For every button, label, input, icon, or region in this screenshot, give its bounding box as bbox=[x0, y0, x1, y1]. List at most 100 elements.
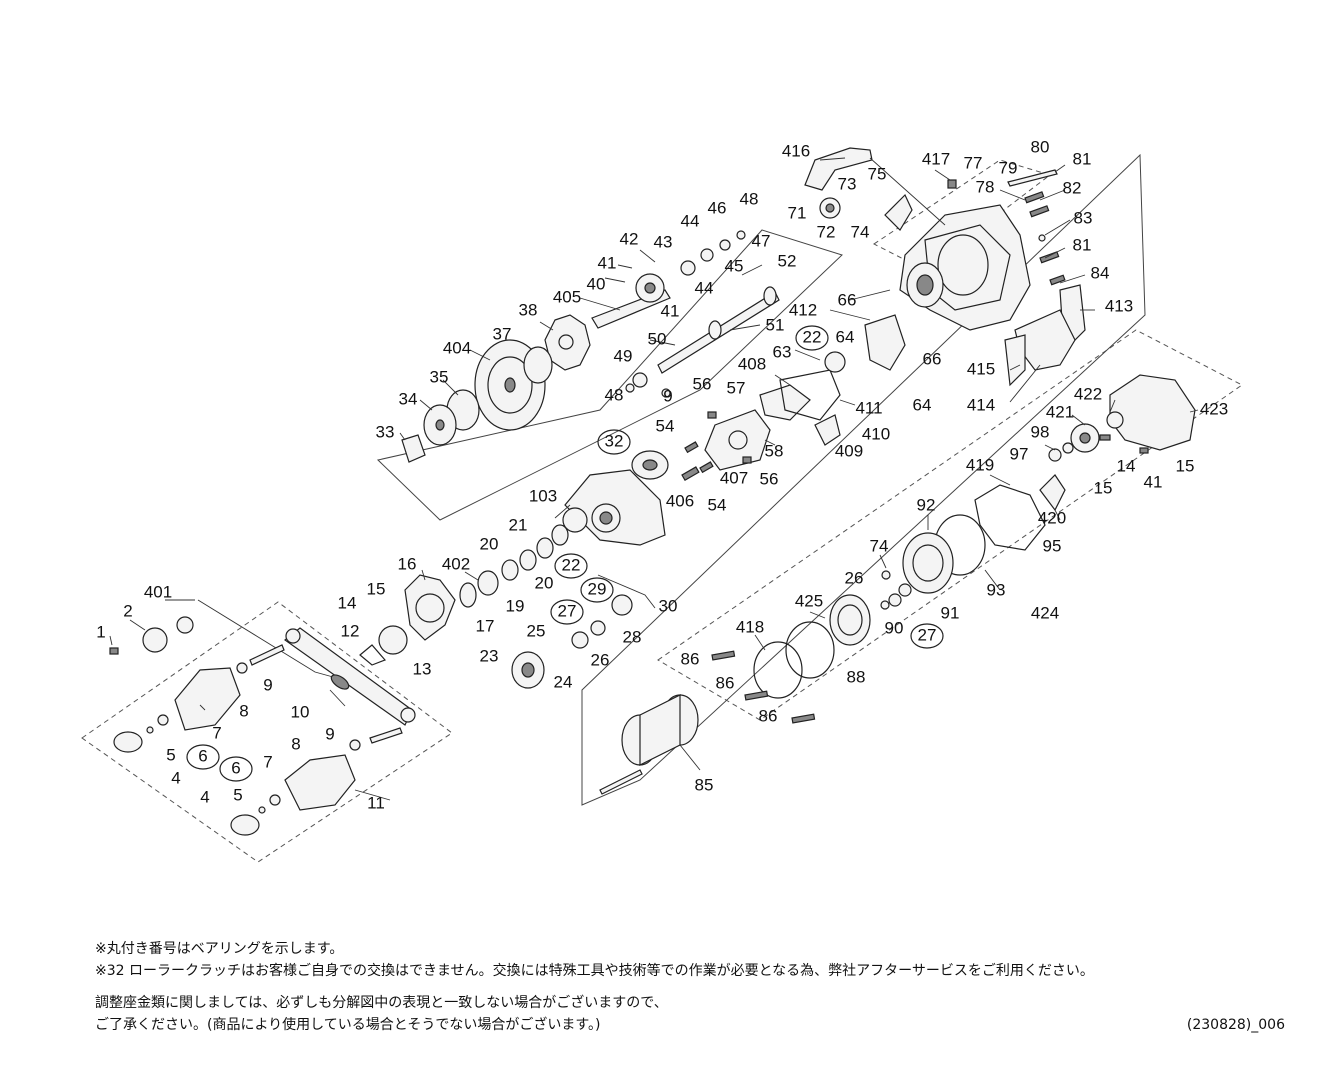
part-label: 41 bbox=[1144, 472, 1163, 491]
side-plate-assembly-boundary bbox=[657, 329, 1243, 721]
handle-end-bearing bbox=[142, 616, 194, 653]
part-label: 15 bbox=[367, 579, 386, 598]
frame-body bbox=[899, 204, 1031, 331]
part-label: 92 bbox=[917, 495, 936, 514]
footnote-washers: 調整座金類に関しましては、必ずしも分解図中の表現と一致しない場合がございますので… bbox=[95, 995, 668, 1011]
retainer bbox=[359, 644, 387, 666]
part-label: 44 bbox=[681, 211, 700, 230]
part-label: 4 bbox=[200, 787, 209, 806]
part-label: 402 bbox=[442, 554, 470, 573]
part-label: 25 bbox=[527, 621, 546, 640]
part-label: 413 bbox=[1105, 296, 1133, 315]
part-label: 421 bbox=[1046, 402, 1074, 421]
part-label: 88 bbox=[847, 667, 866, 686]
part-label: 9 bbox=[663, 386, 672, 405]
part-label: 15 bbox=[1094, 478, 1113, 497]
handle-knob-lower bbox=[284, 754, 356, 811]
knob-cap bbox=[230, 814, 260, 836]
part-label: 422 bbox=[1074, 384, 1102, 403]
part-label: 14 bbox=[1117, 456, 1136, 475]
part-label: 9 bbox=[325, 724, 334, 743]
bearing-marker bbox=[580, 577, 614, 603]
part-label: 416 bbox=[782, 141, 810, 160]
spool bbox=[599, 694, 699, 795]
part-label: 11 bbox=[367, 793, 385, 812]
part-label: 74 bbox=[870, 536, 889, 555]
shaft-collar bbox=[708, 320, 722, 340]
part-label: 81 bbox=[1073, 235, 1092, 254]
part-label: 54 bbox=[656, 416, 675, 435]
cover-piece bbox=[1004, 334, 1026, 387]
bearing-marker bbox=[186, 744, 220, 770]
part-label: 71 bbox=[788, 203, 807, 222]
part-label: 58 bbox=[765, 441, 784, 460]
bearing-marker bbox=[795, 325, 829, 351]
part-label: 414 bbox=[967, 395, 995, 414]
body-assembly-outline bbox=[581, 153, 1146, 806]
part-label: 103 bbox=[529, 486, 557, 505]
part-label: 8 bbox=[239, 701, 248, 720]
thumb-bar bbox=[804, 147, 873, 191]
part-label: 82 bbox=[1063, 178, 1082, 197]
part-label: 12 bbox=[341, 621, 360, 640]
clutch-cam bbox=[704, 409, 771, 471]
part-label: 75 bbox=[868, 164, 887, 183]
part-label: 49 bbox=[614, 346, 633, 365]
part-label: 41 bbox=[598, 253, 617, 272]
part-label: 46 bbox=[708, 198, 727, 217]
spool-cover bbox=[902, 532, 954, 594]
brake-gear bbox=[1070, 423, 1100, 453]
bracket bbox=[814, 414, 841, 446]
bearing-marker bbox=[554, 553, 588, 579]
part-label: 14 bbox=[338, 593, 357, 612]
bearing bbox=[819, 197, 841, 219]
part-label: 34 bbox=[399, 389, 418, 408]
part-label: 410 bbox=[862, 424, 890, 443]
part-label: 26 bbox=[591, 650, 610, 669]
part-label: 37 bbox=[493, 324, 512, 343]
knob-cap bbox=[113, 731, 143, 753]
washer-stack bbox=[459, 524, 569, 608]
part-label: 2 bbox=[123, 601, 132, 620]
part-label: 48 bbox=[605, 385, 624, 404]
part-label: 405 bbox=[553, 287, 581, 306]
plate bbox=[759, 384, 811, 421]
washer bbox=[1106, 411, 1124, 429]
bearing-marker bbox=[597, 429, 631, 455]
small-bearings bbox=[571, 594, 633, 649]
part-label: 417 bbox=[922, 149, 950, 168]
part-label: 41 bbox=[661, 301, 680, 320]
spool-bearings bbox=[880, 570, 912, 610]
brake-parts bbox=[1048, 434, 1149, 462]
footnotes: ※丸付き番号はベアリングを示します。 ※32 ローラークラッチはお客様ご自身での… bbox=[95, 938, 1275, 1036]
side-plate-cover bbox=[1109, 374, 1196, 451]
part-label: 52 bbox=[778, 251, 797, 270]
part-label: 425 bbox=[795, 591, 823, 610]
part-label: 401 bbox=[144, 582, 172, 601]
part-label: 79 bbox=[999, 158, 1018, 177]
brake-housing bbox=[1039, 474, 1066, 512]
part-label: 63 bbox=[773, 342, 792, 361]
part-label: 38 bbox=[519, 300, 538, 319]
part-label: 415 bbox=[967, 359, 995, 378]
part-label: 97 bbox=[1010, 444, 1029, 463]
part-label: 78 bbox=[976, 177, 995, 196]
part-label: 27 bbox=[558, 601, 577, 620]
bearing-22-top bbox=[824, 351, 846, 373]
side-plate bbox=[562, 469, 666, 546]
part-label: 44 bbox=[695, 278, 714, 297]
part-label: 28 bbox=[623, 627, 642, 646]
part-label: 27 bbox=[918, 625, 937, 644]
part-label: 23 bbox=[480, 646, 499, 665]
part-label: 407 bbox=[720, 468, 748, 487]
drive-gear-assembly-outline bbox=[376, 229, 843, 521]
part-label: 16 bbox=[398, 554, 417, 573]
part-label: 420 bbox=[1038, 508, 1066, 527]
part-label: 80 bbox=[1031, 137, 1050, 156]
part-label: 84 bbox=[1091, 263, 1110, 282]
part-label: 66 bbox=[923, 349, 942, 368]
part-label: 73 bbox=[838, 174, 857, 193]
washer-hole bbox=[435, 419, 445, 431]
screw bbox=[109, 647, 119, 655]
